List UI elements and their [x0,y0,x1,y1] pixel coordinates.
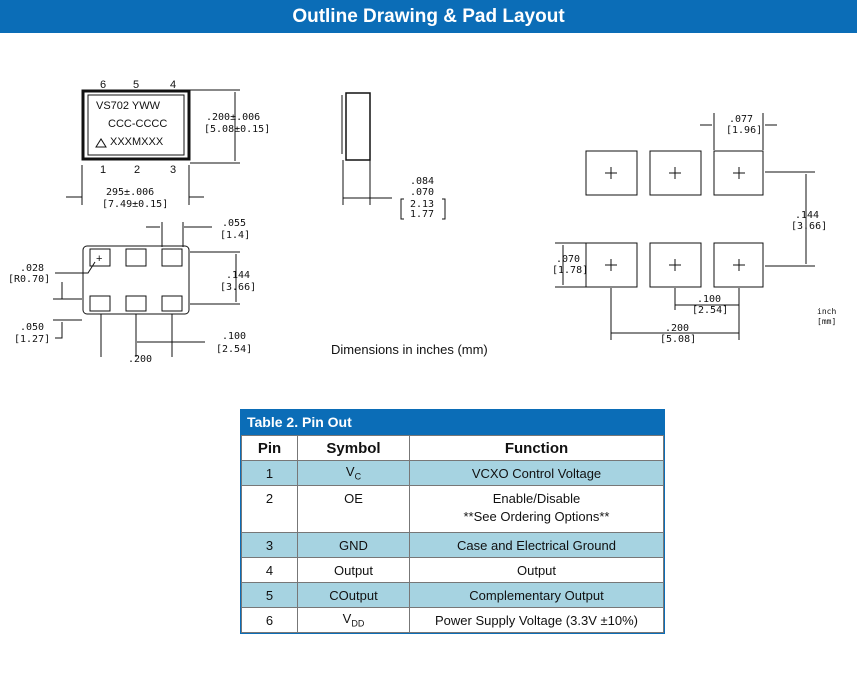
table-row: 4 Output Output [241,557,664,583]
dim-label: .200±.006 [206,112,260,123]
dim-label: .084 [410,176,434,187]
pin-cell: 1 [241,460,298,486]
function-cell: Output [409,557,664,583]
symbol-cell: VC [297,460,410,486]
dim-label: [7.49±0.15] [102,199,168,210]
table-row: 1 VC VCXO Control Voltage [241,460,664,486]
pin-cell: 5 [241,582,298,608]
dimensions-note: Dimensions in inches (mm) [331,342,488,357]
marking-line: CCC-CCCC [108,118,167,130]
pin-cell: 3 [241,532,298,558]
dim-label: .100 [222,331,246,342]
function-cell: Power Supply Voltage (3.3V ±10%) [409,607,664,633]
dim-label: .028 [20,263,44,274]
pin-label: 2 [134,164,140,176]
dim-label: [1.96] [726,125,762,136]
dim-label: [5.08] [660,334,696,345]
section-title: Outline Drawing & Pad Layout [0,0,857,33]
table-row: 3 GND Case and Electrical Ground [241,532,664,558]
top-view: 6 5 4 1 2 3 VS702 YWW CCC-CCCC XXXMXXX .… [66,79,270,210]
dim-label: .070 [556,254,580,265]
pin-out-table: Table 2. Pin Out Pin Symbol Function 1 V… [240,409,665,634]
dim-label: .077 [729,114,753,125]
svg-text:+: + [96,253,102,265]
dim-label: .144 [226,270,250,281]
marking-line: XXXMXXX [110,136,164,148]
dim-label: 2.13 [410,199,434,210]
dim-label: .055 [222,218,246,229]
pin-cell: 6 [241,607,298,633]
dim-label: 1.77 [410,209,434,220]
units-label: [mm] [817,317,836,326]
table-row: 6 VDD Power Supply Voltage (3.3V ±10%) [241,607,664,633]
pin-cell: 2 [241,485,298,533]
dim-label: [1.78] [552,265,588,276]
function-cell: VCXO Control Voltage [409,460,664,486]
symbol-cell: Output [297,557,410,583]
function-cell: Enable/Disable**See Ordering Options** [409,485,664,533]
pin-label: 4 [170,79,176,91]
triangle-icon [95,138,107,148]
pin-label: 6 [100,79,106,91]
table-row: 2 OE Enable/Disable**See Ordering Option… [241,485,664,533]
dim-label: [3.66] [220,282,256,293]
pin-label: 3 [170,164,176,176]
marking-line: VS702 YWW [96,100,161,112]
side-view: .084 .070 2.13 1.77 [341,92,446,220]
column-header: Symbol [297,435,410,461]
dim-label: .070 [410,187,434,198]
pin-label: 1 [100,164,106,176]
dim-label: [2.54] [692,305,728,316]
symbol-cell: GND [297,532,410,558]
function-cell: Case and Electrical Ground [409,532,664,558]
symbol-cell: OE [297,485,410,533]
units-label: inch [817,307,836,316]
dim-label: [1.4] [220,230,250,241]
dim-label: .050 [20,322,44,333]
dim-label: .200 [665,323,689,334]
table-row: 5 COutput Complementary Output [241,582,664,608]
dim-label: [1.27] [14,334,50,345]
dim-label: [R0.70] [8,274,50,285]
pad-layout: .077 [1.96] .144 [3.66] .070 [1.78] .100… [552,113,836,345]
dim-label: .100 [697,294,721,305]
dim-label: 295±.006 [106,187,154,198]
symbol-cell: VDD [297,607,410,633]
dim-label: .144 [795,210,819,221]
outline-drawing: 6 5 4 1 2 3 VS702 YWW CCC-CCCC XXXMXXX .… [8,79,836,365]
table-header-row: Pin Symbol Function [241,435,664,461]
dim-label: [5.08±0.15] [204,124,270,135]
dim-label: .200 [128,354,152,365]
column-header: Pin [241,435,298,461]
dim-label: [2.54] [216,344,252,355]
dim-label: [3.66] [791,221,827,232]
table-title: Table 2. Pin Out [241,410,664,435]
pin-label: 5 [133,79,139,91]
function-cell: Complementary Output [409,582,664,608]
pin-cell: 4 [241,557,298,583]
column-header: Function [409,435,664,461]
symbol-cell: COutput [297,582,410,608]
bottom-view: + .055 [1.4] .144 [3.66] .028 [R0.70] .0… [8,218,256,365]
